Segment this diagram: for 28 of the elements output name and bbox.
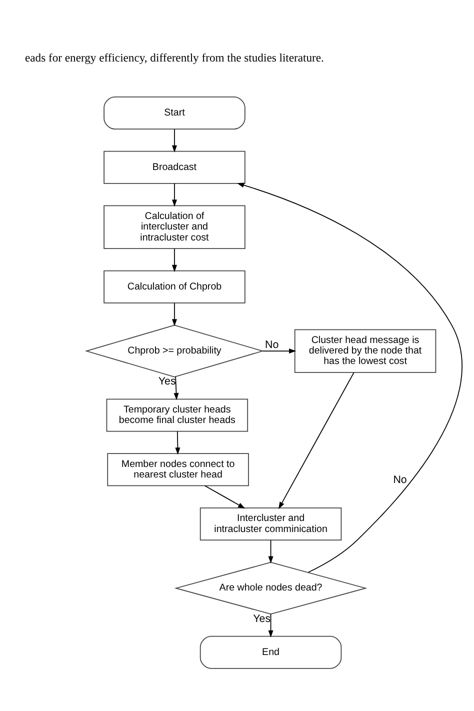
node-box: End (200, 636, 342, 669)
edge-label: No (393, 474, 407, 486)
node-box: Calculation of intercluster and intracluster cost (104, 205, 246, 249)
arrow (278, 372, 354, 510)
arrow (172, 128, 177, 152)
arrow (262, 348, 296, 354)
edge-label: Yes (158, 376, 176, 388)
arrow (172, 183, 177, 207)
node-box: Calculation of Chprob (104, 270, 246, 304)
node-diamond: Chprob >= probability (84, 324, 264, 378)
arrow (172, 248, 177, 272)
node-box: Cluster head message is delivered by the node that has the lowest cost (294, 329, 436, 373)
node-box: Start (104, 96, 246, 130)
edge-label: No (264, 339, 279, 352)
arrow (236, 182, 463, 573)
arrow (268, 540, 274, 564)
node-box: Intercluster and intracluster comminication (200, 508, 342, 540)
node-diamond: Are whole nodes dead? (174, 562, 368, 615)
arrow (172, 302, 177, 326)
node-box: Temporary cluster heads become final cluster heads (106, 398, 248, 432)
arrow (204, 485, 246, 509)
node-box: Member nodes connect to nearest cluster head (107, 453, 249, 486)
arrow (268, 614, 274, 638)
arrow (174, 376, 179, 400)
label: eads for energy efficiency, differently from the studies literature. (25, 52, 324, 65)
arrow (175, 430, 180, 455)
edge-label: Yes (253, 613, 271, 625)
node-box: Broadcast (104, 150, 246, 184)
